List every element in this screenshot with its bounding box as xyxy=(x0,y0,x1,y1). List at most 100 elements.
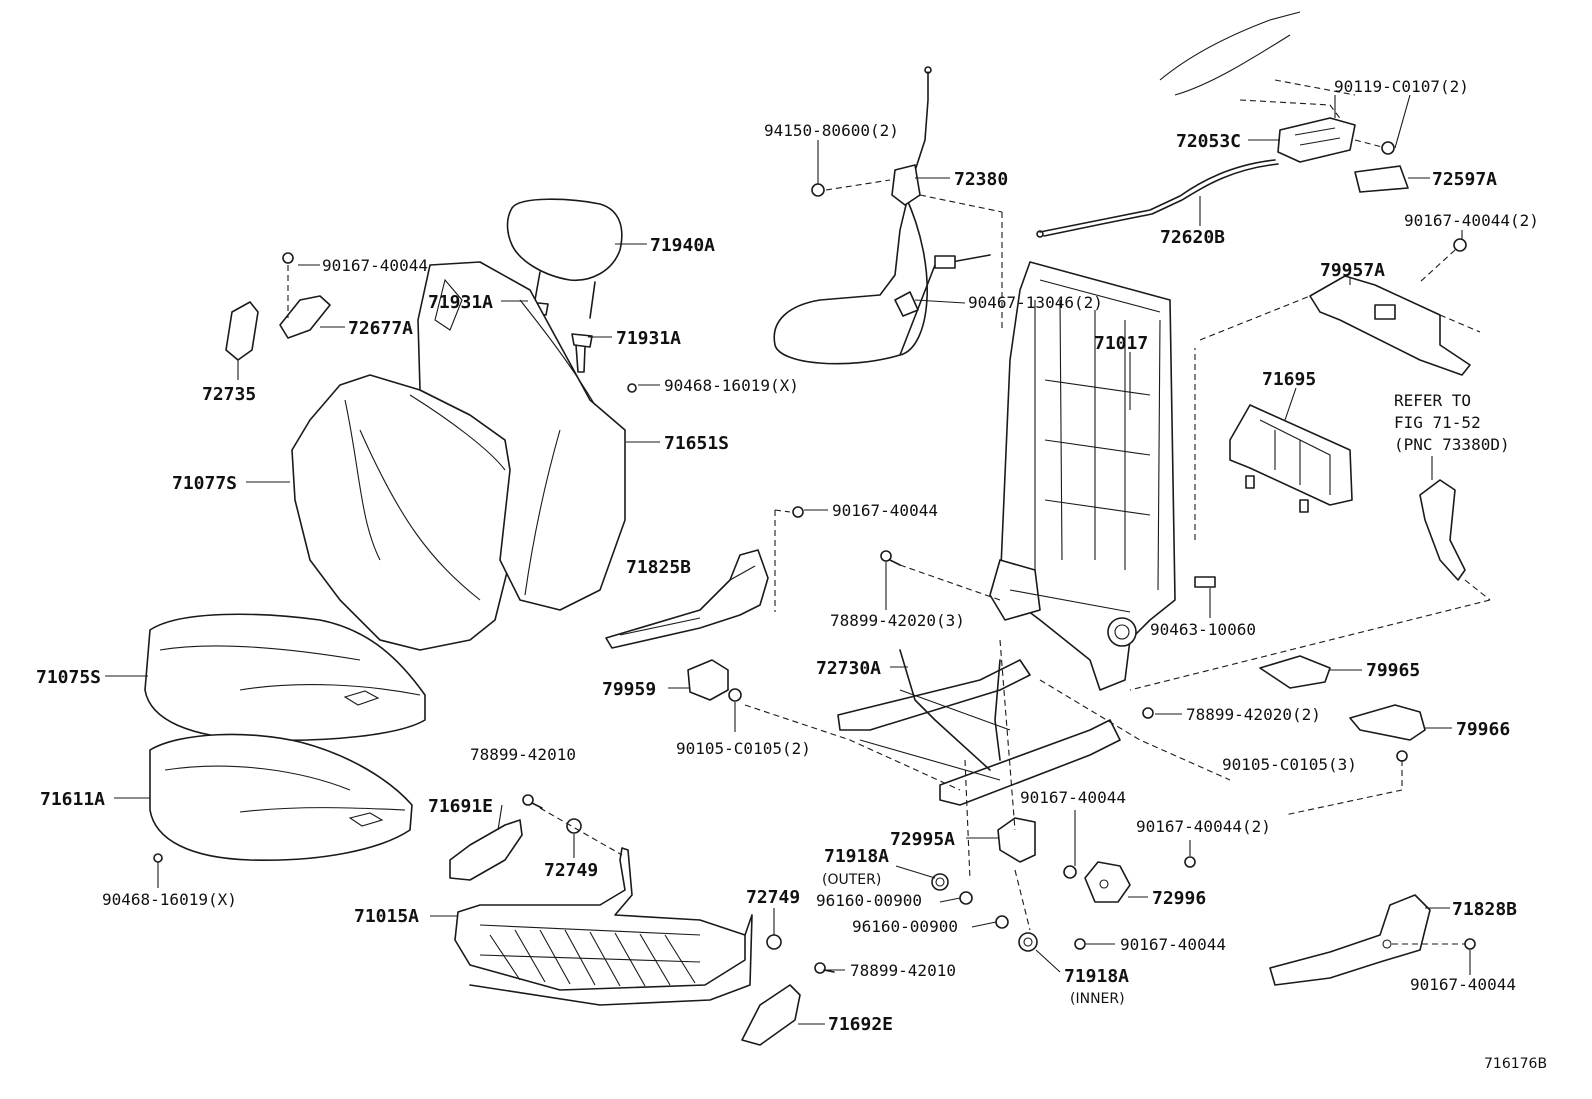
washer-96160-b xyxy=(995,915,1009,929)
label-94150-80600: 94150-80600(2) xyxy=(764,121,899,140)
label-90167-40044-g: 90167-40044 xyxy=(1410,975,1516,994)
leader-lines xyxy=(105,94,1471,1025)
label-72620b: 72620B xyxy=(1160,227,1225,248)
label-refer-fig: FIG 71-52 xyxy=(1394,413,1481,432)
bolt-78899-42020-3 xyxy=(880,550,1001,601)
label-71931a-1: 71931A xyxy=(428,292,493,313)
nut-94150 xyxy=(811,179,891,197)
label-outer: (OUTER) xyxy=(822,872,881,888)
label-90167-40044-c: 90167-40044(2) xyxy=(1404,211,1539,230)
label-71017: 71017 xyxy=(1094,333,1148,354)
trim-71828b xyxy=(1269,894,1476,986)
nut-72749-b xyxy=(766,934,782,950)
label-90467-13046: 90467-13046(2) xyxy=(968,293,1103,312)
label-72749-a: 72749 xyxy=(544,860,598,881)
label-71918a-inner: 71918A xyxy=(1064,966,1129,987)
label-78899-42020-2: 78899-42020(2) xyxy=(1186,705,1321,724)
cover-71695 xyxy=(1229,404,1353,513)
label-refer-to: REFER TO xyxy=(1394,391,1471,410)
label-90167-40044-f: 90167-40044 xyxy=(1120,935,1226,954)
figure-id: 716176B xyxy=(1484,1056,1547,1072)
seat-frame xyxy=(454,847,753,1006)
part-labels: 94150-80600(2) 72380 90467-13046(2) 7194… xyxy=(36,77,1547,1072)
side-bracket-71691e xyxy=(449,819,523,881)
seat-adjuster-72730a xyxy=(744,649,1231,806)
label-79966: 79966 xyxy=(1456,719,1510,740)
label-71931a-2: 71931A xyxy=(616,328,681,349)
seat-cushion-cover xyxy=(144,613,426,742)
label-71695: 71695 xyxy=(1262,369,1316,390)
label-90119-c0107: 90119-C0107(2) xyxy=(1334,77,1469,96)
recliner-cover-72996 xyxy=(1084,861,1131,903)
label-78899-42020-3: 78899-42020(3) xyxy=(830,611,965,630)
bolt-90105-c0105-3 xyxy=(1284,750,1408,816)
block-79959 xyxy=(687,659,742,702)
label-90167-40044-a: 90167-40044 xyxy=(322,256,428,275)
label-inner: (INNER) xyxy=(1070,991,1125,1007)
label-71825b: 71825B xyxy=(626,557,691,578)
bracket-72677a xyxy=(279,252,331,339)
label-79957a: 79957A xyxy=(1320,260,1385,281)
label-72996: 72996 xyxy=(1152,888,1206,909)
bolt-90167-40044-d xyxy=(1063,865,1077,879)
washer-96160-a xyxy=(959,891,973,905)
headrest xyxy=(506,198,623,319)
seat-cushion-pad xyxy=(149,733,413,862)
label-90105-c0105-2: 90105-C0105(2) xyxy=(676,739,811,758)
label-71075s: 71075S xyxy=(36,667,101,688)
label-90468-16019-b: 90468-16019(X) xyxy=(102,890,237,909)
label-79965: 79965 xyxy=(1366,660,1420,681)
label-72677a: 72677A xyxy=(348,318,413,339)
label-96160-00900-b: 96160-00900 xyxy=(852,917,958,936)
label-72053c: 72053C xyxy=(1176,131,1241,152)
label-78899-42010-a: 78899-42010 xyxy=(470,745,576,764)
label-79959: 79959 xyxy=(602,679,656,700)
release-cable-72380 xyxy=(773,66,1003,365)
bolt-90167-40044-f xyxy=(1074,938,1086,950)
spring-71918a-outer xyxy=(931,873,949,891)
label-71691e: 71691E xyxy=(428,796,493,817)
assembly-dashed-lines xyxy=(964,348,1491,931)
label-71651s: 71651S xyxy=(664,433,729,454)
clip-90468-bottom xyxy=(153,853,163,863)
label-72735: 72735 xyxy=(202,384,256,405)
label-72749-b: 72749 xyxy=(746,887,800,908)
label-72730a: 72730A xyxy=(816,658,881,679)
recliner-cover-72995a xyxy=(997,817,1036,863)
bolt-90167-40044-e xyxy=(1184,856,1196,868)
plate-79965 xyxy=(1259,655,1331,689)
bolt-78899-42010-a xyxy=(522,794,543,809)
clip-90463 xyxy=(1194,576,1216,588)
label-72995a: 72995A xyxy=(890,829,955,850)
label-71828b: 71828B xyxy=(1452,899,1517,920)
bolt-78899-42020-2 xyxy=(1142,707,1154,719)
label-90105-c0105-3: 90105-C0105(3) xyxy=(1222,755,1357,774)
lock-72053c xyxy=(1277,117,1356,163)
label-90463-10060: 90463-10060 xyxy=(1150,620,1256,639)
label-72380: 72380 xyxy=(954,169,1008,190)
label-71940a: 71940A xyxy=(650,235,715,256)
label-78899-42010-b: 78899-42010 xyxy=(850,961,956,980)
cover-71692e xyxy=(741,984,801,1046)
label-90167-40044-e: 90167-40044(2) xyxy=(1136,817,1271,836)
body-panel-contour xyxy=(1159,11,1356,126)
label-71015a: 71015A xyxy=(354,906,419,927)
label-72597a: 72597A xyxy=(1432,169,1497,190)
headrest-support-right xyxy=(571,333,593,373)
label-71611a: 71611A xyxy=(40,789,105,810)
seatback-cover-rear xyxy=(417,261,626,611)
label-71918a-outer: 71918A xyxy=(824,846,889,867)
label-90167-40044-b: 90167-40044 xyxy=(832,501,938,520)
seatback-frame-71017 xyxy=(989,261,1176,691)
plate-79966 xyxy=(1349,704,1426,741)
clip-90468-top xyxy=(627,383,637,393)
belt-anchor-73380d xyxy=(1419,456,1491,601)
bracket-79957a xyxy=(1199,238,1481,376)
label-90468-16019-a: 90468-16019(X) xyxy=(664,376,799,395)
label-refer-pnc: (PNC 73380D) xyxy=(1394,435,1510,454)
trim-71825b xyxy=(605,506,804,649)
bolt-90119 xyxy=(1354,139,1395,155)
seatback-cover-front xyxy=(291,374,516,651)
